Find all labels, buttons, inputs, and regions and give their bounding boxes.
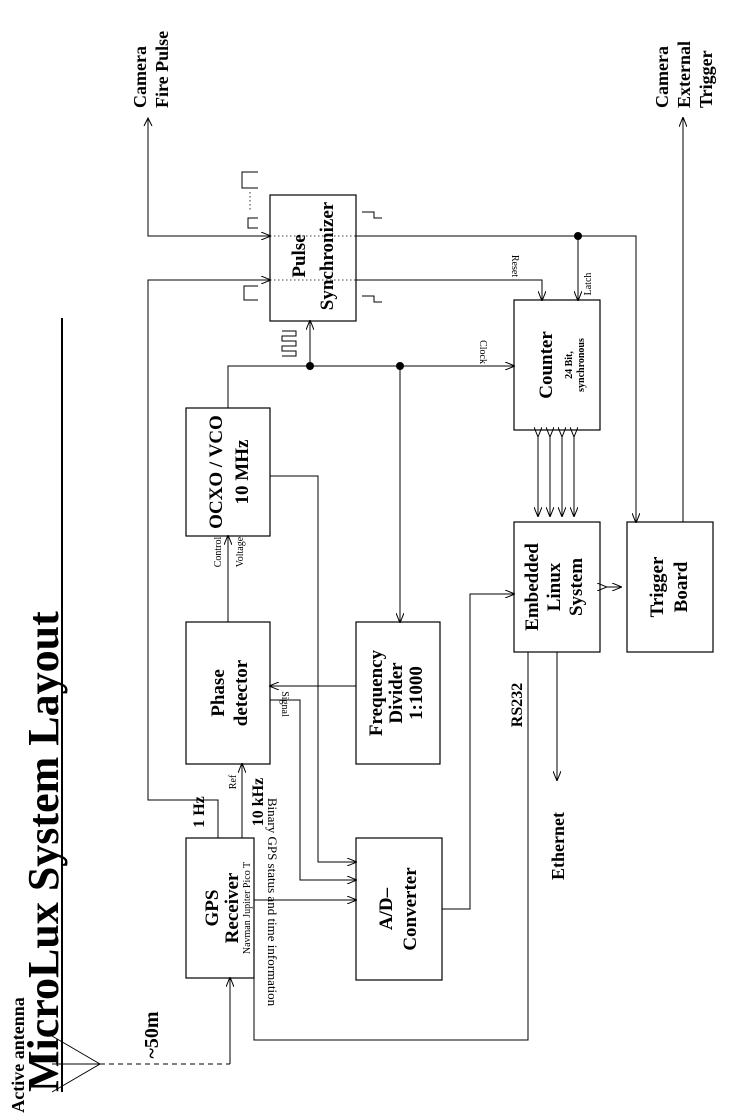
trigger-board-block bbox=[626, 521, 714, 653]
counter-sub-1: 24 Bit, bbox=[564, 351, 575, 379]
frequency-divider-label-2: Divider bbox=[386, 662, 407, 724]
frequency-divider-block bbox=[355, 621, 441, 765]
signal-label: Signal bbox=[279, 691, 290, 717]
ocxo-vco-block bbox=[185, 407, 271, 537]
ocxo-to-adc bbox=[270, 475, 356, 862]
camera-ext-label-2: External bbox=[674, 41, 694, 108]
ethernet-label: Ethernet bbox=[548, 812, 568, 880]
sync-to-trigger bbox=[356, 235, 636, 522]
adc-to-linux bbox=[442, 594, 514, 910]
ocxo-vco-label-1: OCXO / VCO bbox=[206, 415, 227, 529]
camera-ext-label-1: Camera bbox=[652, 46, 672, 108]
ten-khz-label: 10 kHz bbox=[250, 778, 267, 826]
rs232-line bbox=[253, 652, 529, 1041]
control-label: Control bbox=[213, 537, 224, 568]
reset-line bbox=[356, 279, 542, 300]
rs232-label: RS232 bbox=[509, 683, 526, 727]
phase-detector-block bbox=[185, 621, 271, 765]
embedded-linux-label-1: Embedded bbox=[522, 543, 543, 631]
clock-train-icon bbox=[281, 330, 297, 357]
embedded-linux-label-3: System bbox=[566, 558, 587, 616]
frequency-divider-label-3: 1:1000 bbox=[406, 666, 427, 720]
phase-to-adc bbox=[270, 699, 356, 880]
cable-length-label: ~50m bbox=[141, 1011, 163, 1058]
pulse-synchronizer-block bbox=[269, 194, 357, 322]
pulse-synchronizer-label-1: Pulse bbox=[289, 234, 310, 277]
camera-fire-label-2: Fire Pulse bbox=[152, 31, 172, 108]
camera-fire-tick bbox=[143, 116, 153, 127]
phase-detector-label-1: Phase bbox=[208, 669, 229, 717]
latch-label: Latch bbox=[583, 273, 594, 296]
camera-ext-label-3: Trigger bbox=[696, 50, 716, 108]
diagram-title: MicroLux System Layout bbox=[19, 611, 68, 1092]
pulse-synchronizer-label-2: Synchronizer bbox=[317, 201, 338, 310]
one-hz-label: 1 Hz bbox=[191, 796, 208, 828]
trigger-board-label-1: Trigger bbox=[647, 556, 668, 617]
gps-receiver-label-1: GPS bbox=[202, 890, 223, 927]
phase-detector-label-2: detector bbox=[231, 659, 252, 726]
voltage-label: Voltage bbox=[235, 536, 246, 567]
ad-converter-block bbox=[355, 837, 443, 981]
gps-receiver-label-2: Receiver bbox=[222, 872, 243, 943]
embedded-linux-block bbox=[513, 521, 601, 653]
ad-converter-label-1: A/D– bbox=[376, 887, 397, 930]
clock-label: Clock bbox=[477, 340, 488, 364]
waveform-icon-right-top bbox=[362, 211, 382, 219]
waveform-icon-top bbox=[241, 171, 258, 189]
trigger-board-label-2: Board bbox=[671, 561, 692, 612]
ref-label: Ref bbox=[228, 774, 239, 789]
ocxo-vco-label-2: 10 MHz bbox=[232, 439, 253, 504]
gps-receiver-model: Navman Jupiter Pico T bbox=[242, 862, 253, 954]
gps-receiver-block bbox=[185, 837, 255, 979]
one-hz-line bbox=[147, 280, 270, 838]
binary-gps-label: Binary GPS status and time information bbox=[265, 798, 280, 1007]
waveform-icon-lower bbox=[243, 285, 258, 301]
ocxo-clock-out bbox=[227, 366, 514, 408]
waveform-icon-mid bbox=[247, 217, 258, 229]
camera-fire-label-1: Camera bbox=[130, 46, 150, 108]
camera-fire-input bbox=[147, 118, 270, 236]
waveform-icon-right-bottom bbox=[362, 295, 382, 303]
counter-label: Counter bbox=[536, 331, 557, 399]
reset-label: Reset bbox=[509, 255, 520, 277]
embedded-linux-label-2: Linux bbox=[544, 562, 565, 611]
frequency-divider-label-1: Frequency bbox=[366, 649, 387, 736]
ad-converter-label-2: Converter bbox=[400, 867, 421, 951]
counter-block bbox=[513, 299, 601, 431]
antenna-label: Active antenna bbox=[8, 997, 28, 1113]
counter-sub-2: synchronous bbox=[576, 338, 587, 392]
